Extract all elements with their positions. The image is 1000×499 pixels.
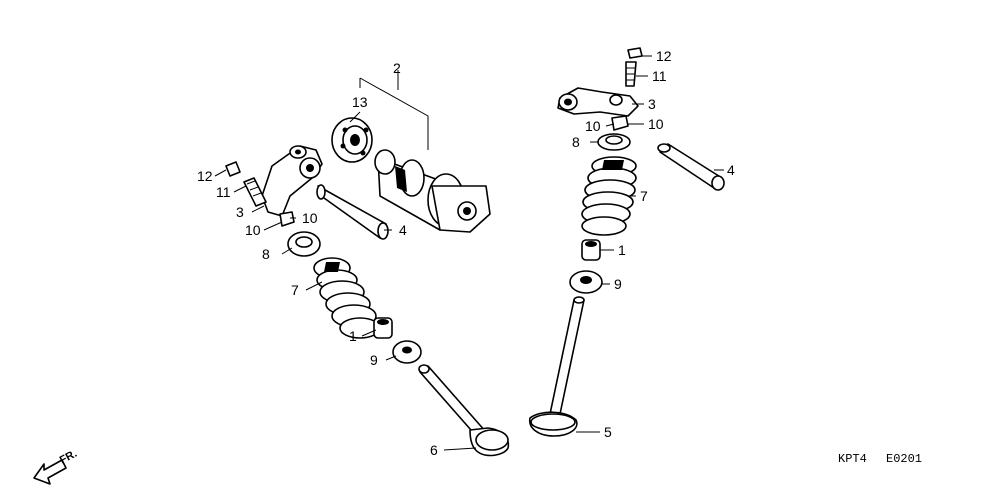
rocker-shaft-left — [316, 184, 389, 240]
label-rocker-shaft-right: 4 — [727, 162, 735, 178]
spring-seat-right — [569, 270, 603, 294]
stem-seal-left — [373, 317, 393, 339]
label-cotter-left-a: 10 — [302, 210, 318, 226]
lock-nut-right — [627, 47, 643, 59]
rocker-shaft-right — [657, 143, 725, 191]
label-cotter-right-b: 10 — [648, 116, 664, 132]
label-camshaft: 2 — [393, 60, 401, 76]
label-spring-left: 7 — [291, 282, 299, 298]
front-direction-arrow: FR. — [33, 448, 79, 485]
label-retainer-right: 8 — [572, 134, 580, 150]
label-rocker-shaft-left: 4 — [399, 222, 407, 238]
label-cotter-right-a: 10 — [585, 118, 601, 134]
camshaft — [374, 149, 491, 233]
diagram-code-1: KPT4 — [838, 452, 867, 466]
label-rocker-arm-right: 3 — [648, 96, 656, 112]
label-lock-nut-left: 12 — [197, 168, 213, 184]
label-seal-left: 1 — [349, 328, 357, 344]
exhaust-valve — [418, 364, 510, 457]
front-direction-label: FR. — [58, 448, 79, 467]
valve-cotter-left — [279, 211, 295, 227]
label-adjust-screw-left: 11 — [216, 184, 231, 200]
label-seal-right: 1 — [618, 242, 626, 258]
valve-cotter-right — [611, 115, 629, 131]
diagram-code-2: E0201 — [886, 452, 922, 466]
spring-retainer-left — [287, 231, 321, 257]
label-seat-left: 9 — [370, 352, 378, 368]
label-adjust-screw-right: 11 — [652, 68, 667, 84]
adjust-screw-left — [243, 177, 267, 207]
spring-seat-left — [392, 340, 422, 364]
label-bearing: 13 — [352, 94, 368, 110]
label-retainer-left: 8 — [262, 246, 270, 262]
valve-spring-left — [313, 257, 381, 339]
label-intake-valve: 5 — [604, 424, 612, 440]
intake-valve — [529, 296, 585, 437]
rocker-arm-left — [261, 145, 323, 217]
adjust-screw-right — [625, 61, 637, 87]
label-cotter-left-b: 10 — [245, 222, 261, 238]
label-lock-nut-right: 12 — [656, 48, 672, 64]
label-seat-right: 9 — [614, 276, 622, 292]
cam-bearing — [331, 117, 373, 163]
stem-seal-right — [581, 239, 601, 261]
rocker-arm-right — [557, 87, 639, 117]
lock-nut-left — [225, 161, 241, 177]
label-rocker-arm-left: 3 — [236, 204, 244, 220]
valve-spring-right — [581, 156, 637, 236]
label-spring-right: 7 — [640, 188, 648, 204]
spring-retainer-right — [597, 133, 631, 151]
label-exhaust-valve: 6 — [430, 442, 438, 458]
